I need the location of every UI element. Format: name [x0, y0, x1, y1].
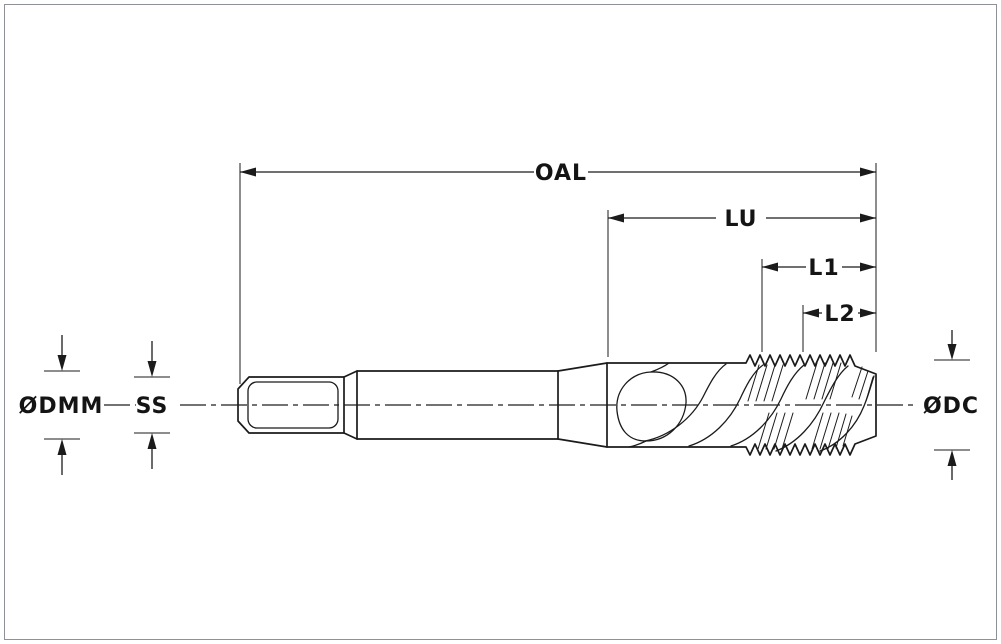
- fluted-body: [606, 354, 877, 456]
- dimension-ss: SS: [134, 341, 170, 469]
- flute-runout-oval: [616, 371, 687, 442]
- dim-label-ss: SS: [136, 394, 169, 419]
- oal-arrow-right: [860, 167, 876, 177]
- drawing-frame: [4, 4, 997, 640]
- shank-taper: [557, 362, 608, 448]
- l1-arrow-right: [860, 262, 876, 272]
- square-to-shank-step: [343, 370, 358, 440]
- dim-label-lu: LU: [724, 207, 757, 232]
- dimension-l1: L1: [761, 256, 876, 352]
- dim-label-dmm: ØDMM: [19, 394, 104, 419]
- thread-hatching: [747, 362, 874, 450]
- dim-label-oal: OAL: [535, 161, 587, 186]
- square-flat: [247, 381, 339, 429]
- shank: [356, 370, 559, 440]
- dimension-dmm: ØDMM: [19, 335, 104, 475]
- lu-arrow-right: [860, 213, 876, 223]
- dc-arrow-top: [947, 344, 957, 360]
- dc-arrow-bottom: [947, 450, 957, 466]
- dimension-oal: OAL: [239, 161, 877, 384]
- dimension-l2: L2: [802, 302, 876, 352]
- dim-label-dc: ØDC: [923, 394, 979, 419]
- ss-arrow-bottom: [147, 433, 157, 449]
- l1-arrow-left: [762, 262, 778, 272]
- dimension-lu: LU: [607, 207, 876, 357]
- dmm-arrow-top: [57, 355, 67, 371]
- lu-arrow-left: [608, 213, 624, 223]
- dmm-arrow-bottom: [57, 439, 67, 455]
- l2-arrow-right: [860, 308, 876, 318]
- dim-label-l2: L2: [824, 302, 855, 327]
- ss-arrow-top: [147, 361, 157, 377]
- l2-arrow-left: [803, 308, 819, 318]
- dimension-dc: ØDC: [923, 330, 979, 480]
- oal-arrow-left: [240, 167, 256, 177]
- dim-label-l1: L1: [808, 256, 839, 281]
- tool-outline: [237, 354, 877, 456]
- spiral-flute-edges: [628, 362, 875, 452]
